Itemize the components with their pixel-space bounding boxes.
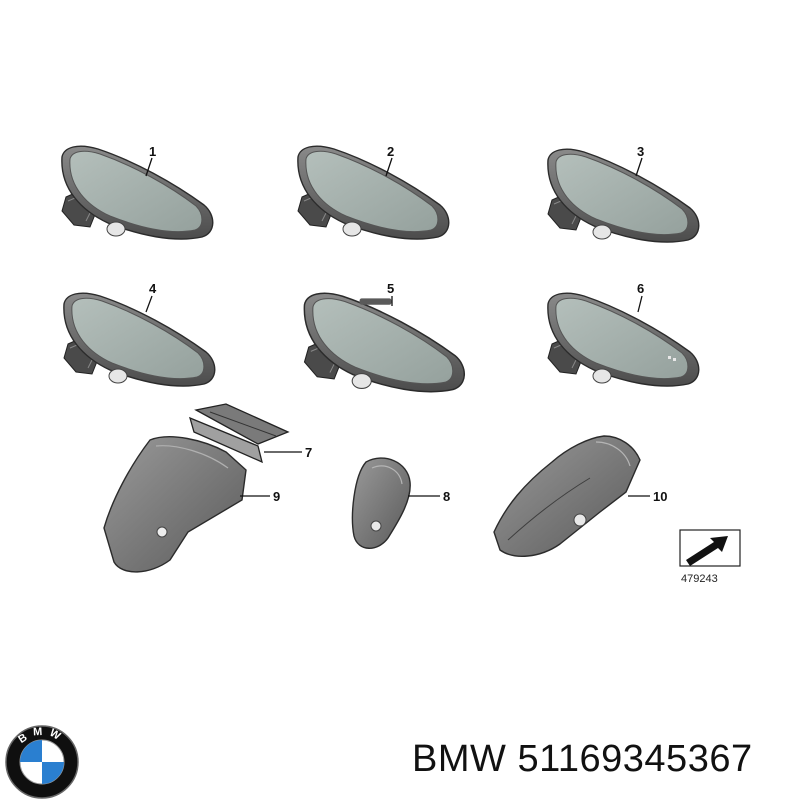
sensor-housing-part-8 [351, 457, 411, 549]
callout-8: 8 [443, 489, 450, 504]
callout-4: 4 [149, 281, 157, 296]
bmw-logo-icon: BMW [5, 725, 79, 799]
brand-name: BMW [412, 738, 507, 780]
large-cover-part-10 [493, 435, 641, 557]
callout-10: 10 [653, 489, 667, 504]
mirror-part-6 [547, 292, 700, 387]
callout-5: 5 [387, 281, 394, 296]
mirror-part-4 [63, 292, 216, 387]
callout-7: 7 [305, 445, 312, 460]
mirror-part-1 [61, 145, 214, 240]
direction-arrow-icon [686, 536, 728, 566]
callout-2: 2 [387, 144, 394, 159]
callout-labels: 1 2 3 4 5 6 7 9 8 10 [149, 144, 667, 504]
part-caption: BMW 51169345367 [412, 738, 753, 781]
mirror-part-3 [547, 148, 700, 243]
callout-1: 1 [149, 144, 156, 159]
reference-number: 479243 [681, 573, 718, 585]
mirror-part-5 [303, 292, 466, 393]
leader-lines [145, 157, 650, 497]
callout-6: 6 [637, 281, 644, 296]
callout-9: 9 [273, 489, 280, 504]
callout-3: 3 [637, 144, 644, 159]
cover-plate-part-7 [189, 403, 290, 464]
part-number: 51169345367 [517, 738, 753, 780]
mount-cover-part-9 [103, 436, 247, 573]
reference-box: 479243 [679, 529, 741, 585]
mirror-part-2 [297, 145, 450, 240]
